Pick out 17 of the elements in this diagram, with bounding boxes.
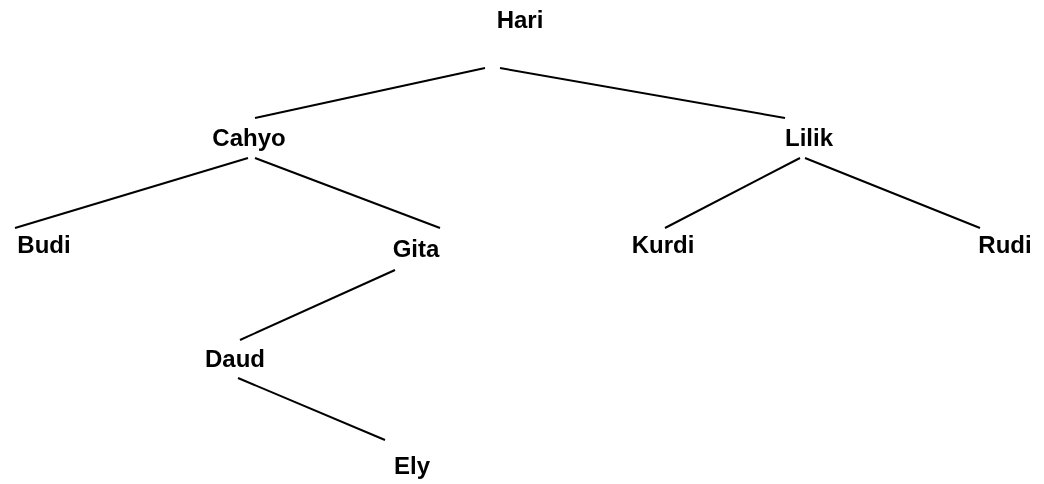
- tree-line: [14, 157, 249, 229]
- node-label: Rudi: [978, 231, 1032, 259]
- node-label: Hari: [496, 6, 544, 34]
- tree-line: [499, 67, 786, 119]
- tree-line: [239, 269, 396, 341]
- node-label: Cahyo: [212, 124, 286, 152]
- tree-line: [237, 377, 386, 441]
- node-label: Ely: [394, 452, 430, 480]
- tree-line: [664, 157, 801, 229]
- tree-line: [804, 157, 981, 229]
- tree-line: [254, 157, 441, 229]
- node-label: Budi: [17, 231, 71, 259]
- node-label: Gita: [392, 235, 440, 263]
- node-label: Daud: [205, 345, 265, 373]
- node-label: Lilik: [785, 124, 833, 152]
- tree-line: [254, 67, 486, 119]
- node-label: Kurdi: [631, 231, 695, 259]
